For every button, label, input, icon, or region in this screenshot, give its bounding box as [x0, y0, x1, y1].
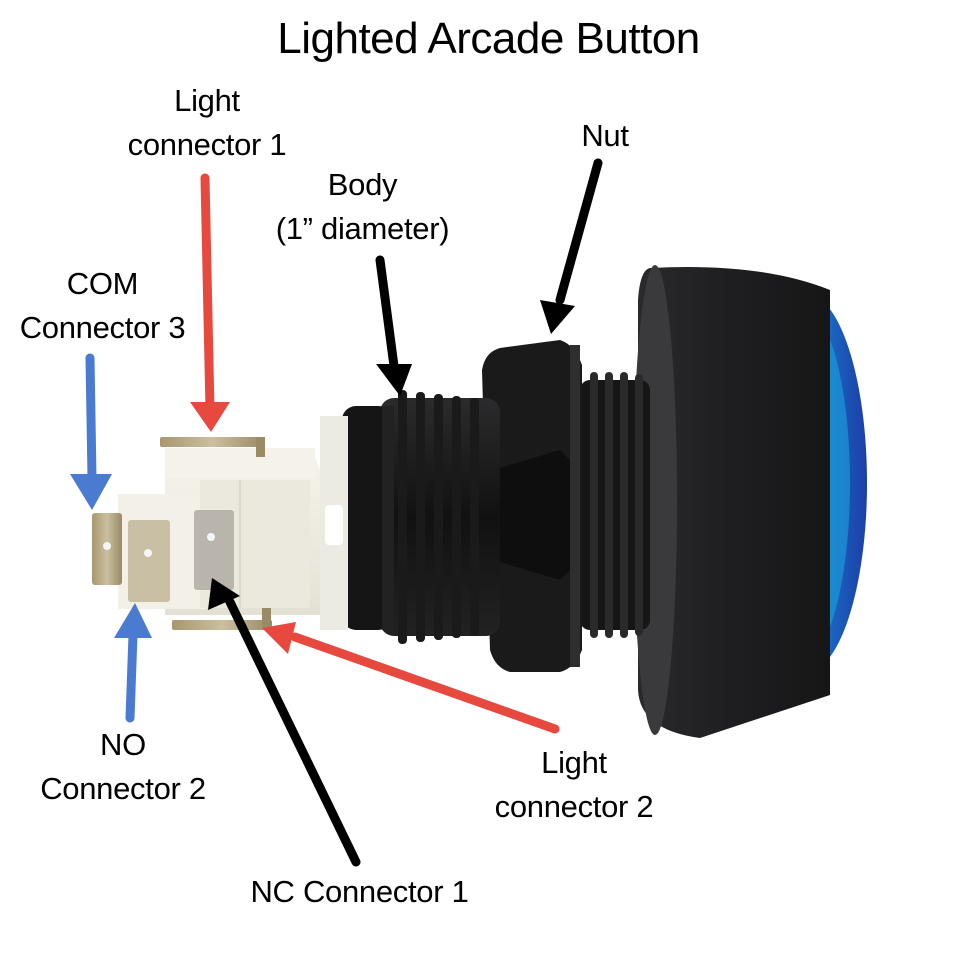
- arrows: [70, 158, 603, 867]
- label-line: (1” diameter): [275, 211, 450, 246]
- label-body: Body (1” diameter): [250, 163, 475, 251]
- label-line: Nut: [581, 118, 629, 153]
- red-arrow-light-connector-1: [190, 173, 230, 432]
- red-arrow-light-connector-2: [262, 622, 560, 734]
- black-arrow-body: [375, 255, 412, 396]
- label-line: NO: [100, 727, 146, 762]
- label-line: Connector 2: [40, 771, 206, 806]
- diagram-title: Lighted Arcade Button: [277, 14, 700, 63]
- label-light-connector-1: Light connector 1: [112, 79, 302, 167]
- label-line: connector 1: [127, 127, 287, 162]
- black-arrow-nc: [208, 578, 361, 867]
- label-com-connector-3: COM Connector 3: [0, 262, 205, 350]
- label-line: NC Connector 1: [250, 874, 469, 909]
- label-nc-connector-1: NC Connector 1: [222, 870, 497, 914]
- label-line: COM: [66, 266, 139, 301]
- label-nut: Nut: [555, 114, 655, 158]
- button-cap: [633, 265, 830, 738]
- thread-right: [580, 372, 650, 638]
- blue-arrow-no: [114, 603, 152, 723]
- nut: [482, 340, 582, 672]
- label-light-connector-2: Light connector 2: [468, 741, 680, 829]
- terminals: [92, 437, 272, 630]
- label-line: Light: [174, 83, 240, 118]
- label-line: Light: [541, 745, 607, 780]
- label-line: Connector 3: [19, 310, 186, 345]
- blue-arrow-com: [70, 353, 112, 510]
- black-arrow-nut: [540, 158, 603, 334]
- label-no-connector-2: NO Connector 2: [14, 723, 232, 811]
- body-collar: [342, 406, 394, 630]
- label-line: Body: [327, 167, 398, 202]
- body-threads: [380, 390, 500, 644]
- label-line: connector 2: [494, 789, 654, 824]
